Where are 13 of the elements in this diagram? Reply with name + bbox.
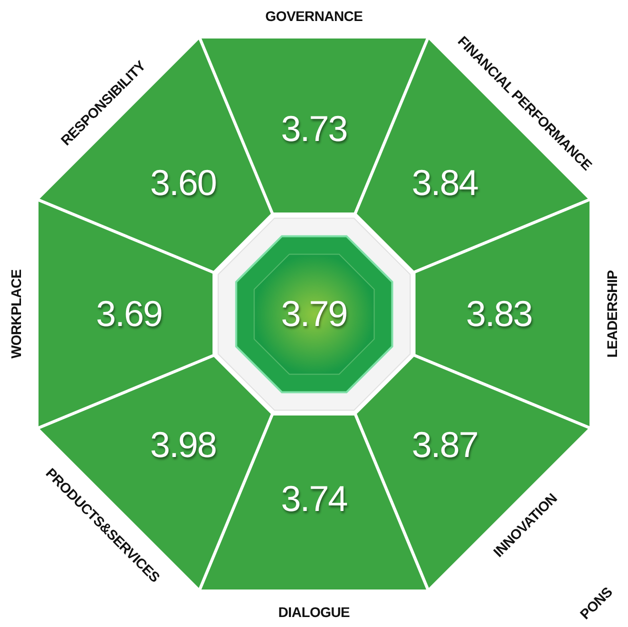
score-value: 3.79 — [280, 292, 348, 335]
score-value: 3.83 — [466, 292, 532, 335]
score-value: 3.73 — [280, 108, 348, 150]
score-value: 3.84 — [412, 162, 478, 204]
score-value: 3.74 — [280, 478, 348, 520]
category-label: LEADERSHIP — [604, 270, 620, 358]
score-value: 3.98 — [150, 424, 216, 466]
score-value: 3.60 — [150, 162, 216, 204]
category-label: GOVERNANCE — [265, 8, 363, 24]
score-value: 3.69 — [96, 292, 162, 335]
score-value: 3.87 — [412, 424, 478, 466]
category-label: DIALOGUE — [278, 604, 350, 620]
category-label: WORKPLACE — [8, 269, 24, 359]
